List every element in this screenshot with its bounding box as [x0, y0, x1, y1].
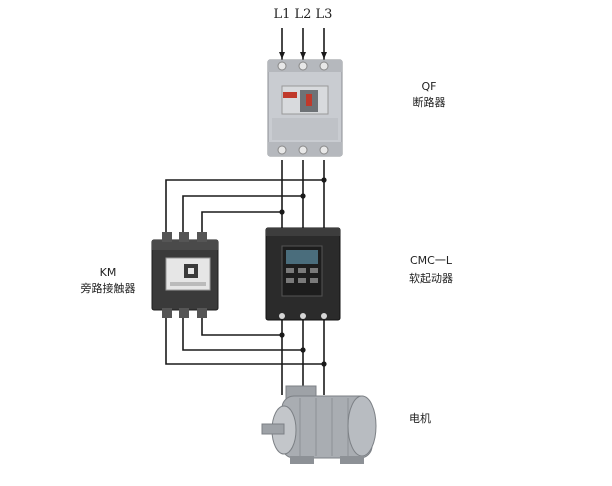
qf-code-label: QF	[421, 80, 437, 93]
km-name-label: 旁路接触器	[80, 282, 136, 295]
bypass-input-wires	[165, 179, 324, 240]
phase-label-l2: L2	[294, 7, 312, 22]
bypass-contactor-km	[151, 232, 219, 318]
soft-starter-cmc	[265, 227, 341, 321]
bypass-output-wires	[165, 310, 324, 365]
circuit-breaker-qf	[267, 59, 343, 157]
electric-motor	[261, 385, 377, 464]
cmc-to-motor-wires	[281, 320, 325, 395]
cmc-code-label: CMC一L	[410, 254, 452, 267]
phase-label-l3: L3	[315, 7, 333, 22]
qf-name-label: 断路器	[412, 96, 446, 109]
supply-arrows	[279, 52, 327, 59]
cmc-name-label: 软起动器	[409, 272, 453, 285]
junction-dots	[279, 177, 327, 367]
motor-name-label: 电机	[409, 412, 431, 425]
phase-label-l1: L1	[273, 7, 291, 22]
km-code-label: KM	[99, 266, 117, 279]
